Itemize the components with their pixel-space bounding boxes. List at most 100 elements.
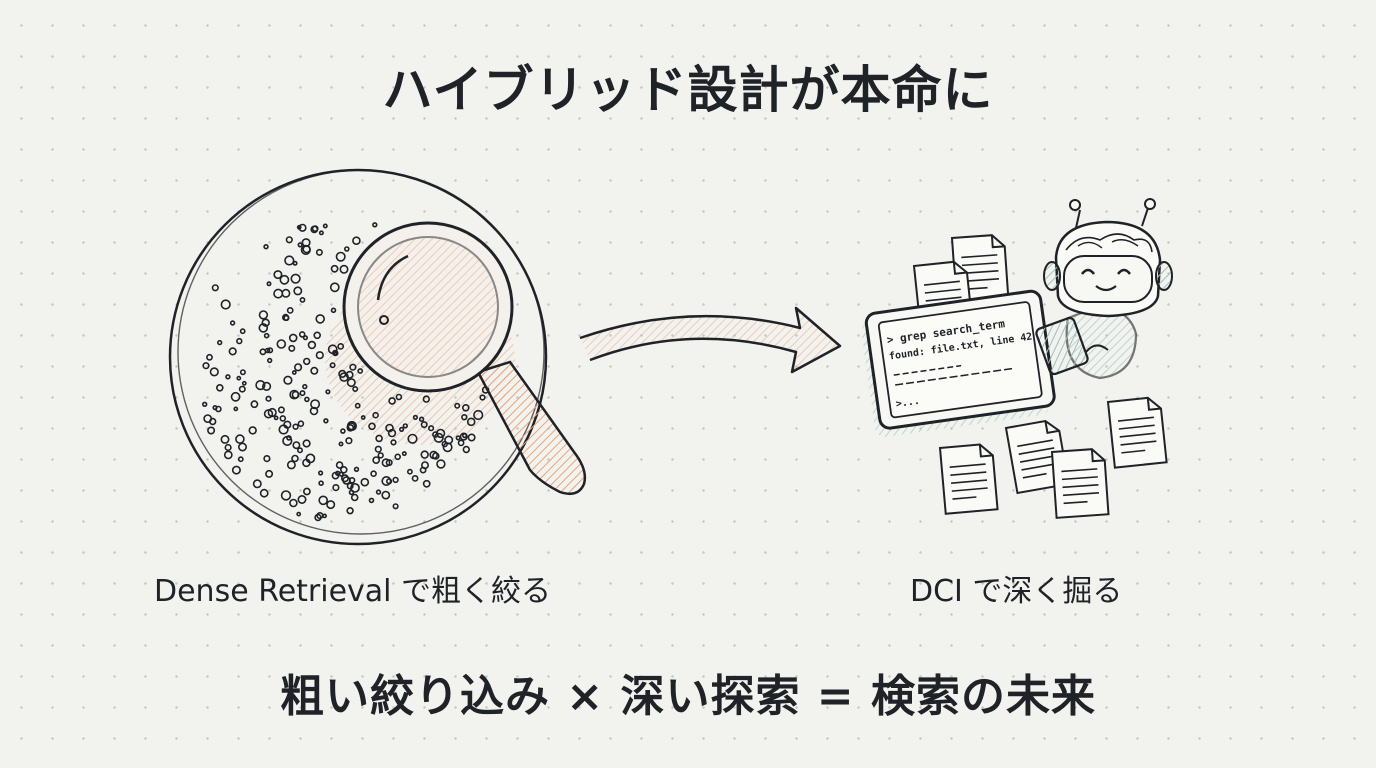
vector-point [455, 435, 461, 441]
vector-point [316, 511, 324, 520]
vector-point [318, 495, 329, 506]
vector-point [267, 347, 274, 354]
vector-point [318, 480, 324, 487]
vector-point [350, 482, 360, 493]
vector-point [360, 415, 366, 420]
vector-point [420, 421, 428, 429]
vector-point [265, 469, 274, 478]
vector-point [346, 507, 354, 515]
vector-point [298, 331, 306, 338]
vector-point [290, 273, 301, 284]
vector-point [273, 270, 283, 280]
vector-point [395, 393, 403, 401]
vector-points [202, 222, 490, 522]
vector-point [315, 248, 323, 256]
vector-point [310, 366, 319, 375]
page-title: ハイブリッド設計が本命に [382, 61, 994, 119]
vector-point [297, 242, 303, 248]
vector-point [354, 402, 361, 409]
vector-point [342, 476, 351, 485]
vector-point [381, 458, 391, 468]
vector-point [318, 470, 324, 476]
vector-point [302, 487, 311, 496]
vector-point [282, 313, 290, 322]
vector-point [297, 420, 305, 428]
vector-point [209, 367, 219, 377]
vector-point [394, 453, 402, 461]
vector-point [230, 391, 241, 402]
vector-point [233, 406, 239, 412]
vector-point [346, 378, 356, 388]
vector-point [330, 264, 339, 273]
vector-point [203, 414, 213, 423]
vector-point [339, 264, 349, 274]
vector-point [304, 396, 310, 403]
vector-point [407, 433, 418, 444]
vector-point [368, 422, 376, 431]
vector-point [345, 370, 354, 379]
vector-point [422, 395, 430, 403]
vector-point [375, 489, 382, 495]
dci-label: DCI で深く掘る [910, 574, 1123, 609]
vector-point [279, 274, 290, 285]
vector-point [296, 447, 303, 454]
vector-point [216, 383, 224, 392]
tablet-icon: > grep search_term found: file.txt, line… [861, 289, 1056, 437]
vector-point [454, 402, 461, 409]
summary-formula: 粗い絞り込み × 深い探索 = 検索の未来 [279, 671, 1096, 722]
vector-point [315, 351, 324, 360]
vector-point [314, 513, 322, 522]
vector-point [467, 433, 476, 442]
vector-point [294, 363, 303, 372]
vector-point [296, 511, 302, 517]
vector-point [436, 459, 446, 469]
vector-point [259, 348, 267, 356]
vector-point [292, 260, 298, 266]
vector-point [259, 488, 269, 498]
vector-point [375, 434, 383, 443]
vector-point [223, 450, 233, 460]
vector-point [298, 223, 307, 232]
vector-point [401, 451, 407, 457]
robot-icon [1035, 198, 1173, 380]
magnifying-glass-icon [342, 221, 587, 495]
vector-point [238, 385, 246, 393]
vector-point [433, 432, 444, 443]
vector-point [313, 331, 322, 340]
vector-point [285, 236, 293, 244]
vector-point [305, 453, 316, 464]
vector-point [337, 342, 345, 350]
vector-point [406, 468, 413, 475]
vector-point [332, 484, 340, 492]
vector-point [283, 420, 292, 429]
vector-point [299, 296, 306, 303]
vector-point [347, 422, 356, 431]
vector-point [263, 409, 274, 419]
vector-point [374, 445, 382, 453]
vector-point [238, 442, 248, 452]
vector-point [457, 439, 465, 447]
vector-point [335, 461, 344, 469]
vector-point [224, 443, 232, 452]
vector-point [293, 286, 303, 296]
vector-point [411, 474, 419, 482]
vector-point [265, 395, 272, 402]
vector-point [392, 503, 399, 510]
vector-point [479, 394, 486, 401]
vector-point [252, 479, 262, 489]
vector-point [273, 415, 279, 421]
vector-point [372, 411, 379, 419]
vector-point [286, 306, 294, 314]
vector-point [353, 466, 360, 472]
vector-point [217, 339, 223, 346]
vector-point [343, 246, 350, 252]
vector-point [283, 375, 293, 385]
vector-point [276, 339, 287, 349]
vector-point [422, 479, 431, 488]
vector-point [322, 223, 328, 229]
vector-point [231, 465, 241, 475]
terminal-prompt: >... [895, 396, 920, 410]
vector-point [202, 362, 210, 370]
vector-point [248, 426, 257, 435]
vector-point [350, 493, 359, 502]
